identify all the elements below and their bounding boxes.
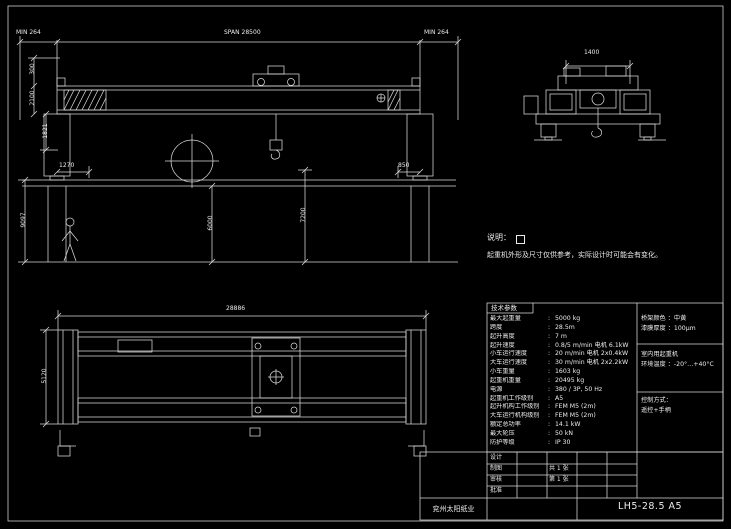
dim-1821-label: 1821 (42, 123, 49, 139)
dimension-ticks (16, 38, 634, 428)
paint-spec-line: 桥架颜色 ：中黄 (641, 315, 687, 322)
note-marker-box (516, 235, 525, 244)
spec-row: 大车运行机构级别:FEM M5 (2m) (490, 412, 596, 420)
spec-row: 起升机构工作级别:FEM M5 (2m) (490, 403, 596, 411)
paint-spec-line: 漆膜厚度 ：100μm (641, 325, 696, 332)
dim-300-label: 300 (29, 63, 36, 75)
environment-spec-line: 环境温度 ：-20°…+40°C (641, 361, 714, 368)
spec-row: 起重机重量:20495 kg (490, 376, 585, 384)
dim-min-right-label: MIN 264 (424, 29, 449, 36)
dim-1270-label: 1270 (59, 162, 75, 169)
spec-row: 起升速度:0.8/5 m/min 电机 6.1kW (490, 341, 629, 349)
notes-heading: 说明： (487, 233, 511, 242)
spec-row: 额定总功率:14.1 kW (490, 421, 581, 429)
environment-spec-line: 室内用起重机 (641, 351, 679, 358)
spec-table-title: 技术参数 (491, 304, 517, 312)
dim-2100-label: 2100 (29, 90, 36, 106)
spec-table-rows: 最大起重量:5000 kg 跨度:28.5m 起升高度:7 m 起升速度:0.8… (490, 315, 635, 448)
titleblock-company-name: 兖州太阳纸业 (432, 505, 475, 513)
spec-row: 小车运行速度:20 m/min 电机 2x0.4kW (490, 350, 629, 358)
spec-row: 跨度:28.5m (490, 323, 575, 331)
notes-body: 起重机外形及尺寸仅供参考，实际设计时可能会有变化。 (487, 251, 662, 259)
spec-row: 起升高度:7 m (490, 332, 567, 340)
dim-overall-length-label: 28886 (226, 305, 246, 312)
dim-span-label: SPAN 28500 (224, 29, 261, 36)
plan-view (40, 310, 427, 457)
titleblock-total-sheets: 共 1 张 (549, 465, 569, 472)
dim-7200-label: 7200 (300, 207, 307, 223)
dim-overall-width-label: 5120 (41, 368, 48, 384)
titleblock-check-label: 审核 (490, 476, 503, 483)
spec-row: 小车重量:1603 kg (490, 368, 581, 376)
spec-row: 最大轮压:50 kN (490, 429, 574, 437)
spec-row: 大车运行速度:30 m/min 电机 2x2.2kW (490, 359, 629, 367)
title-block-frame (419, 451, 724, 521)
dim-9097-label: 9097 (20, 212, 27, 228)
spec-row: 电源:380 / 3P, 50 Hz (490, 385, 603, 393)
control-spec-line: 控制方式： (641, 397, 672, 404)
titleblock-sheet-no: 第 1 张 (549, 476, 569, 483)
titleblock-design-label: 设计 (490, 454, 503, 461)
front-view (18, 36, 459, 263)
end-view (523, 60, 666, 141)
titleblock-approve-label: 批准 (490, 487, 503, 494)
control-spec-line: 遥控+手柄 (641, 407, 671, 414)
dim-trolley-gauge-label: 1400 (584, 49, 600, 56)
titleblock-draft-label: 制图 (490, 465, 503, 472)
dim-6000-label: 6000 (207, 215, 214, 231)
sheet-border (7, 5, 724, 522)
dim-850-label: 850 (398, 162, 410, 169)
dim-min-left-label: MIN 264 (16, 29, 41, 36)
spec-row: 防护等级:IP 30 (490, 438, 571, 446)
titleblock-drawing-number: LH5-28.5 A5 (617, 501, 683, 512)
spec-row: 起重机工作级别:A5 (490, 394, 564, 402)
spec-row: 最大起重量:5000 kg (490, 315, 581, 322)
